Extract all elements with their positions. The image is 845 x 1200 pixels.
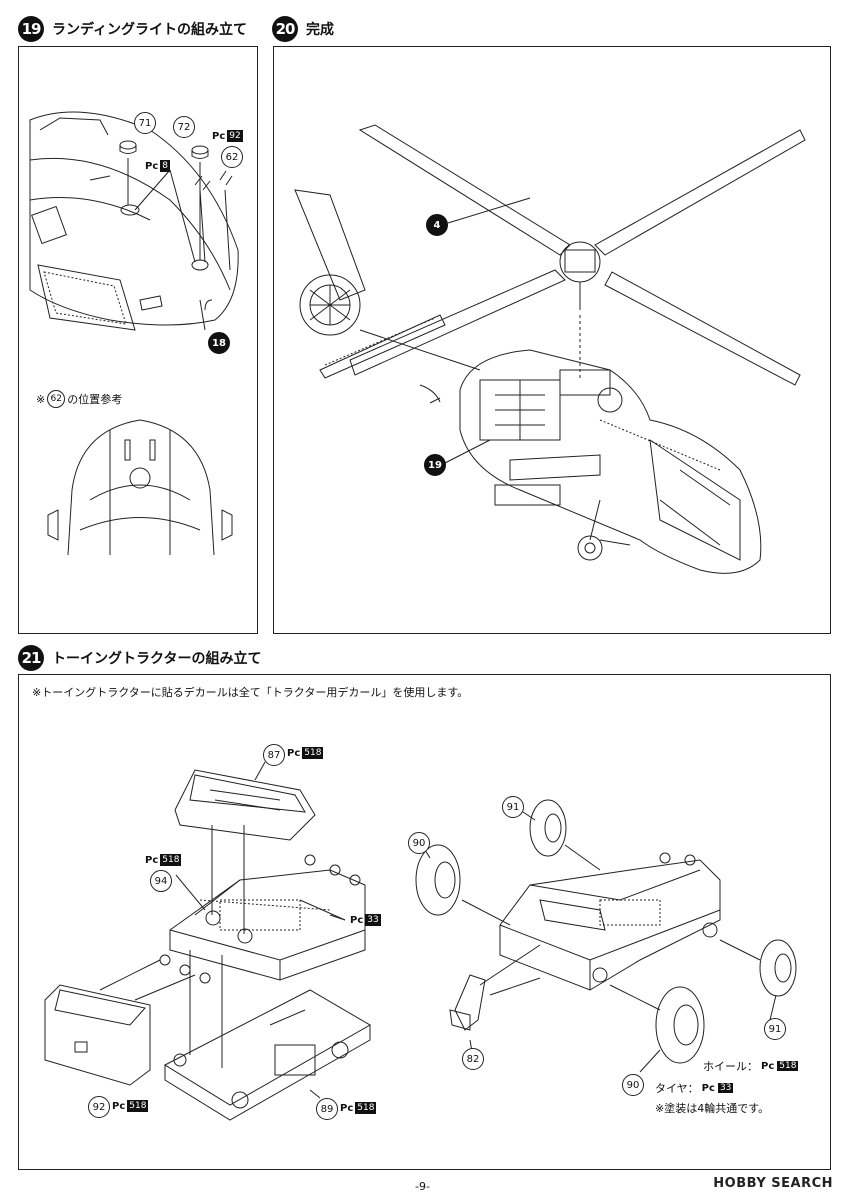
part-62-callout: 62 (221, 146, 243, 168)
step21-tractor-left-drawing (44, 761, 371, 1121)
part-71-callout: 71 (134, 112, 156, 134)
pc-518-label-94: Pc 518 (145, 854, 182, 866)
step19-title: ランディングライトの組み立て (52, 22, 248, 38)
pc-prefix: Pc (112, 1100, 126, 1112)
part-18-callout: 18 (208, 332, 230, 354)
page-number: -9- (415, 1180, 430, 1193)
step21-panel (18, 674, 831, 1170)
ref-text: の位置参考 (67, 393, 123, 406)
part-90-callout-left: 90 (408, 832, 430, 854)
pc-prefix: Pc (761, 1060, 775, 1072)
pc-prefix: Pc (350, 914, 364, 926)
pc-518-label-92: Pc 518 (112, 1100, 149, 1112)
pc-code: 518 (777, 1061, 799, 1071)
step21-number: 21 (18, 645, 44, 671)
paint-note: ※塗装は4輪共通です。 (655, 1102, 770, 1115)
pc-prefix: Pc (340, 1102, 354, 1114)
pc-prefix: Pc (212, 130, 226, 142)
tire-label-text: タイヤ： (655, 1082, 699, 1095)
ref-part-callout: 62 (47, 390, 66, 408)
pc-8-label: Pc 8 (145, 160, 170, 172)
step20-header: 20 完成 (272, 16, 334, 42)
pc-518-label-89: Pc 518 (340, 1102, 377, 1114)
wheel-color-label: ホイール： Pc 518 (703, 1058, 799, 1074)
pc-518-label-87: Pc 518 (287, 747, 324, 759)
pc-code: 518 (302, 747, 324, 759)
pc-prefix: Pc (287, 747, 301, 759)
pc-code: 8 (160, 160, 170, 172)
part-4-callout: 4 (426, 214, 448, 236)
step21-tractor-right-drawing (415, 799, 797, 1073)
part-94-callout: 94 (150, 870, 172, 892)
pc-code: 92 (227, 130, 243, 142)
step20-number: 20 (272, 16, 298, 42)
part-89-callout: 89 (316, 1098, 338, 1120)
step19-header: 19 ランディングライトの組み立て (18, 16, 247, 42)
watermark: HOBBY SEARCH (713, 1176, 833, 1191)
step21-header: 21 トーイングトラクターの組み立て (18, 645, 261, 671)
pc-92-label: Pc 92 (212, 130, 243, 142)
pc-prefix: Pc (145, 854, 159, 866)
step20-helicopter-drawing (294, 124, 806, 574)
step19-nose-drawing (29, 111, 239, 331)
step20-panel (273, 46, 831, 634)
step19-number: 19 (18, 16, 44, 42)
pc-code: 33 (717, 1083, 734, 1093)
part-91-callout-bottom: 91 (764, 1018, 786, 1040)
part-87-callout: 87 (263, 744, 285, 766)
pc-code: 518 (160, 854, 182, 866)
pc-code: 518 (127, 1100, 149, 1112)
step21-title: トーイングトラクターの組み立て (52, 651, 262, 667)
tire-color-label: タイヤ： Pc 33 (655, 1080, 734, 1096)
pc-code: 518 (355, 1102, 377, 1114)
pc-prefix: Pc (145, 160, 159, 172)
step20-title: 完成 (306, 22, 334, 38)
part-92-callout: 92 (88, 1096, 110, 1118)
step21-decal-note: ※トーイングトラクターに貼るデカールは全て「トラクター用デカール」を使用します。 (32, 686, 469, 699)
pc-33-label-left: Pc 33 (350, 914, 381, 926)
part-72-callout: 72 (173, 116, 195, 138)
part-90-callout-bottom: 90 (622, 1074, 644, 1096)
part-91-callout-top: 91 (502, 796, 524, 818)
pc-prefix: Pc (701, 1082, 715, 1094)
pc-code: 33 (365, 914, 381, 926)
wheel-label-text: ホイール： (703, 1060, 758, 1073)
step19-reference-drawing (47, 419, 233, 556)
part-19-callout: 19 (424, 454, 446, 476)
ref-mark: ※ (36, 392, 46, 406)
part-82-callout: 82 (462, 1048, 484, 1070)
step19-reference-note: ※ 62 の位置参考 (36, 390, 122, 408)
